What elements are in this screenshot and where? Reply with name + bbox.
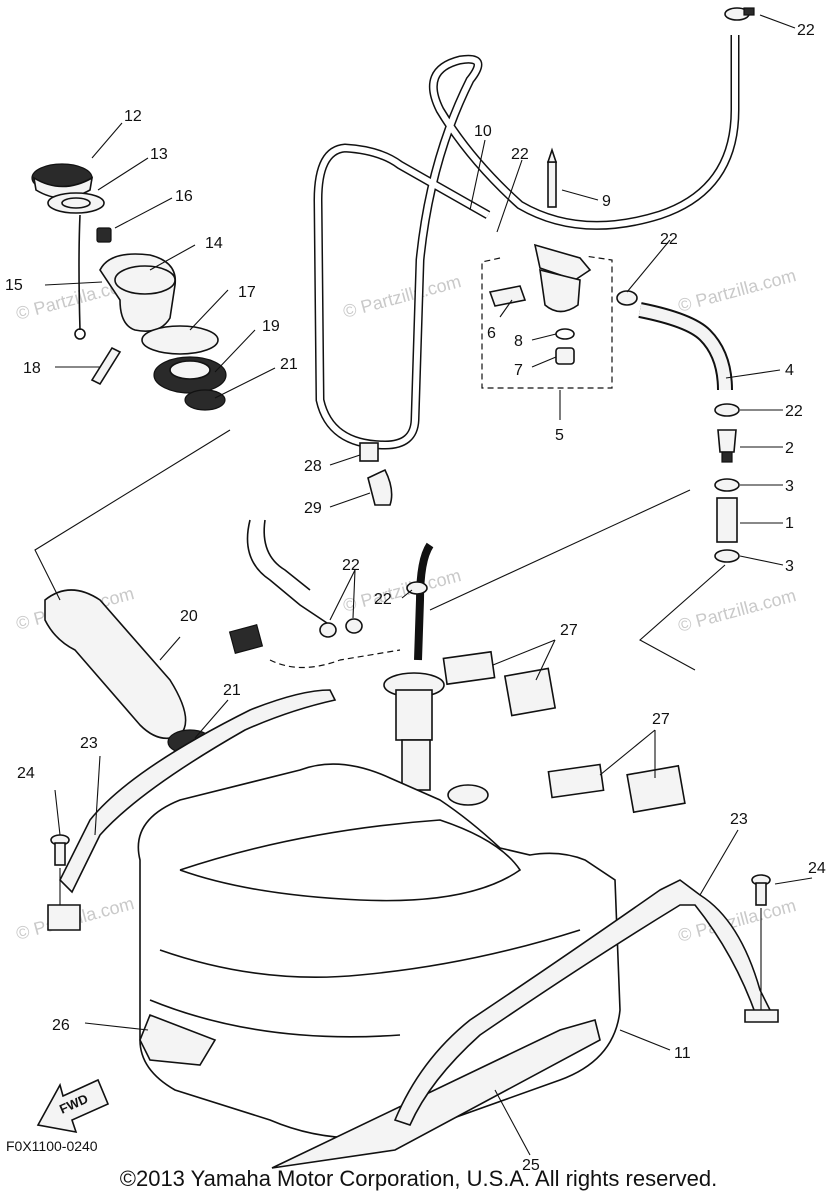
part-label-19: 19 (262, 318, 280, 335)
filler-hose-20 (44, 589, 187, 740)
wire-harness (269, 649, 401, 669)
bracket (744, 1009, 779, 1023)
fuel-pump-unit (383, 672, 489, 806)
pad-27 (442, 650, 496, 686)
pad-27 (503, 667, 557, 717)
pad-27 (547, 763, 605, 799)
hose-clamp-22-pump (345, 618, 363, 634)
fuel-tube (414, 542, 434, 661)
part-label-17: 17 (238, 284, 256, 301)
strap-23-left (59, 689, 337, 894)
band-29 (367, 468, 393, 506)
bracket (47, 904, 81, 931)
wire-harness (263, 519, 311, 591)
hose-clamp-22-pump (406, 581, 428, 595)
part-label-4: 4 (785, 362, 794, 379)
part-label-3: 3 (785, 478, 794, 495)
part-label-24: 24 (17, 765, 35, 782)
part-label-15: 15 (5, 277, 23, 294)
part-label-22: 22 (660, 231, 678, 248)
copyright-notice: ©2013 Yamaha Motor Corporation, U.S.A. A… (119, 1166, 718, 1191)
fuel-filter-assembly (481, 147, 613, 389)
part-label-22: 22 (342, 557, 360, 574)
pad-27 (626, 764, 686, 814)
part-label-5: 5 (555, 427, 564, 444)
part-label-8: 8 (514, 333, 523, 350)
tray-26 (139, 1013, 217, 1066)
filler-cap-assembly (31, 163, 227, 411)
part-label-6: 6 (487, 325, 496, 342)
hose-clamp-22-pump (319, 622, 337, 638)
part-label-22: 22 (797, 22, 815, 39)
part-label-16: 16 (175, 188, 193, 205)
plate-25 (271, 1019, 601, 1169)
part-label-22: 22 (374, 591, 392, 608)
bolt-24-left (50, 834, 70, 866)
part-labels: 1 2 3 3 4 5 6 7 8 9 10 11 12 13 14 15 16… (5, 22, 826, 1174)
part-label-28: 28 (304, 458, 322, 475)
leader-line (429, 489, 691, 611)
drawing-code: F0X1100-0240 (6, 1138, 98, 1154)
part-label-14: 14 (205, 235, 223, 252)
part-label-24: 24 (808, 860, 826, 877)
wire-harness (246, 519, 331, 626)
part-label-21: 21 (280, 356, 298, 373)
tank-contour (179, 819, 522, 902)
part-label-26: 26 (52, 1017, 70, 1034)
bolt-24-right (751, 874, 771, 906)
check-valve-stack (714, 403, 740, 563)
watermark: © Partzilla.com (676, 265, 798, 316)
part-label-27: 27 (560, 622, 578, 639)
callout-leaders (44, 14, 813, 1156)
tank-contour (149, 999, 401, 1038)
hose-clamp-22-filter (616, 290, 638, 306)
watermark: © Partzilla.com (341, 271, 463, 322)
part-label-22: 22 (785, 403, 803, 420)
clip-28 (359, 442, 379, 462)
part-label-12: 12 (124, 108, 142, 125)
part-label-25: 25 (522, 1157, 540, 1174)
part-label-10: 10 (474, 123, 492, 140)
part-label-20: 20 (180, 608, 198, 625)
fuel-tank-11 (137, 763, 621, 1139)
breather-hose-10-inner (314, 35, 738, 449)
part-label-11: 11 (674, 1045, 691, 1062)
part-label-7: 7 (514, 362, 523, 379)
tank-contour (159, 929, 581, 978)
hose-clamp-22 (724, 7, 755, 21)
part-label-9: 9 (602, 193, 611, 210)
part-label-23: 23 (80, 735, 98, 752)
connector (228, 624, 264, 654)
part-label-27: 27 (652, 711, 670, 728)
part-label-2: 2 (785, 440, 794, 457)
part-label-1: 1 (785, 515, 794, 532)
part-label-13: 13 (150, 146, 168, 163)
part-label-21: 21 (223, 682, 241, 699)
part-label-23: 23 (730, 811, 748, 828)
part-label-18: 18 (23, 360, 41, 377)
fwd-arrow-icon: FWD (36, 1078, 110, 1134)
part-label-22: 22 (511, 146, 529, 163)
leader-line (34, 429, 231, 601)
part-label-3: 3 (785, 558, 794, 575)
part-label-29: 29 (304, 500, 322, 517)
leader-line (639, 564, 726, 671)
